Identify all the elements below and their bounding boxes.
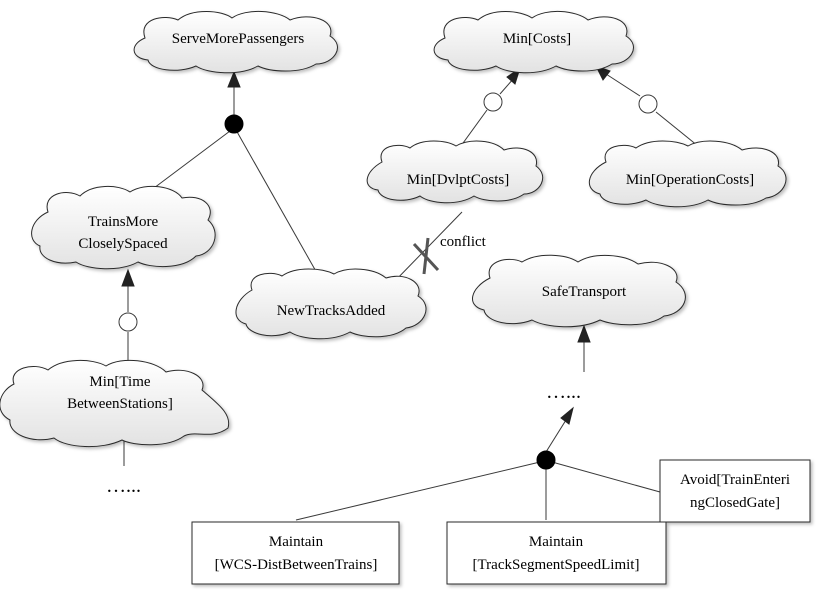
- edge-wcs-to-and: [295, 461, 541, 521]
- label-min-dvlpt-costs: Min[DvlptCosts]: [407, 172, 510, 188]
- edge-new-tracks-to-and: [235, 129, 323, 283]
- label-avoid-line1: Avoid[TrainEnteri: [680, 472, 790, 488]
- ellipsis-left: …...: [106, 475, 141, 497]
- arrowhead-ellipsis-right: [560, 406, 574, 425]
- label-min-costs: Min[Costs]: [503, 31, 571, 47]
- label-min-time-line2: BetweenStations]: [67, 396, 173, 412]
- label-serve-more-passengers: ServeMorePassengers: [172, 31, 305, 47]
- goal-min-time-between-stations[interactable]: [0, 359, 230, 448]
- label-conflict: conflict: [440, 234, 487, 250]
- goal-min-costs[interactable]: [433, 11, 634, 74]
- goal-min-operation-costs[interactable]: [589, 140, 787, 208]
- label-maintain-speed-line2: [TrackSegmentSpeedLimit]: [473, 557, 640, 573]
- conflict-mark-b: [422, 237, 430, 275]
- edge-or-to-min-costs-right: [605, 73, 641, 97]
- edge-and-to-ellipsis: [545, 419, 567, 453]
- and-refinement-dot-bottom: [536, 450, 556, 470]
- label-maintain-speed-line1: Maintain: [529, 534, 584, 550]
- label-min-time-line1: Min[Time: [89, 374, 150, 390]
- edge-avoid-to-and: [551, 461, 661, 493]
- or-refinement-circle-dvlpt: [483, 92, 503, 112]
- label-maintain-wcs-line2: [WCS-DistBetweenTrains]: [215, 557, 378, 573]
- req-maintain-track-speed[interactable]: [446, 521, 667, 585]
- ellipsis-right: …...: [546, 381, 581, 403]
- goal-serve-more-passengers[interactable]: [133, 10, 338, 74]
- goal-safe-transport[interactable]: [472, 254, 686, 328]
- label-trains-more-line1: TrainsMore: [88, 214, 159, 230]
- label-avoid-line2: ngClosedGate]: [690, 495, 780, 511]
- arrowhead-serve: [227, 70, 241, 88]
- label-safe-transport: SafeTransport: [542, 284, 627, 300]
- and-refinement-dot-top: [224, 114, 244, 134]
- edge-operation-to-or: [655, 111, 699, 147]
- goal-trains-more-closely-spaced[interactable]: [31, 185, 216, 270]
- req-avoid-train-entering[interactable]: [659, 459, 811, 523]
- arrowhead-safe: [577, 324, 591, 343]
- goal-new-tracks-added[interactable]: [235, 268, 427, 340]
- req-maintain-wcs[interactable]: [191, 521, 400, 585]
- label-min-operation-costs: Min[OperationCosts]: [626, 172, 754, 188]
- arrowhead-trains-spaced: [121, 268, 135, 287]
- goal-min-dvlpt-costs[interactable]: [366, 140, 544, 204]
- label-maintain-wcs-line1: Maintain: [269, 534, 324, 550]
- or-refinement-circle-operation: [638, 94, 658, 114]
- or-refinement-circle-min-time: [118, 312, 138, 332]
- label-new-tracks-added: NewTracksAdded: [277, 303, 386, 319]
- label-trains-more-line2: CloselySpaced: [78, 236, 168, 252]
